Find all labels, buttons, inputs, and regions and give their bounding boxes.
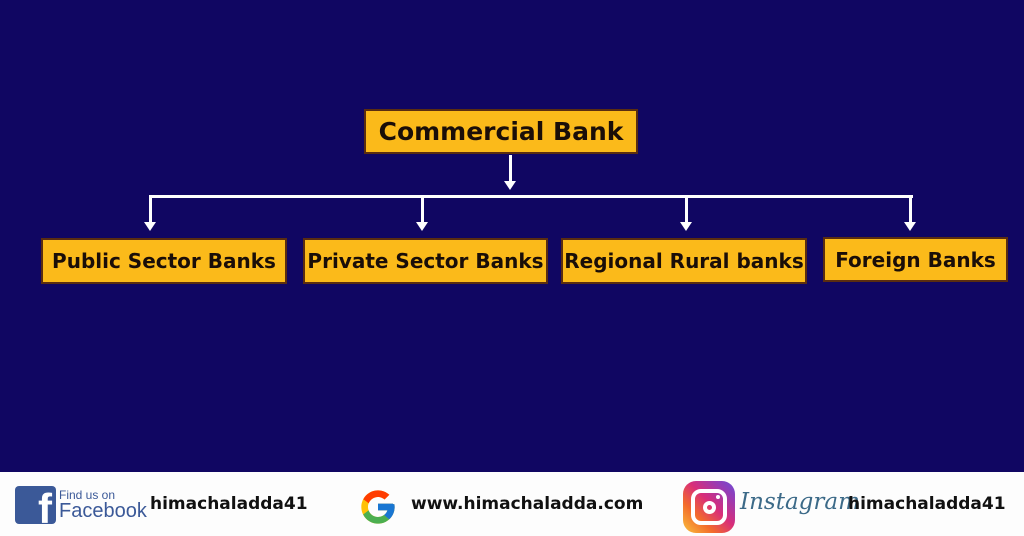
child-node-label: Foreign Banks [835,247,996,272]
root-node-commercial-bank: Commercial Bank [364,109,638,154]
connector-drop-3 [685,195,688,223]
instagram-brand-text: Instagram [740,489,860,515]
facebook-find-text: Find us on [59,488,116,502]
arrow-down-icon [680,222,692,231]
google-icon [361,490,395,524]
connector-drop-4 [909,195,912,223]
website-url-link[interactable]: www.himachaladda.com [411,494,644,514]
arrow-down-icon [144,222,156,231]
child-node-label: Private Sector Banks [307,249,544,273]
child-node-public-sector-banks: Public Sector Banks [41,238,287,284]
arrow-down-icon [504,181,516,190]
child-node-private-sector-banks: Private Sector Banks [303,238,548,284]
diagram-canvas: Commercial Bank Public Sector Banks Priv… [41,109,1008,284]
child-node-label: Regional Rural banks [564,249,804,273]
child-node-foreign-banks: Foreign Banks [823,237,1008,282]
child-node-regional-rural-banks: Regional Rural banks [561,238,807,284]
connector-drop-1 [149,195,152,223]
facebook-handle[interactable]: himachaladda41 [150,494,308,514]
arrow-down-icon [416,222,428,231]
child-node-label: Public Sector Banks [52,249,276,273]
connector-horizontal-bus [149,195,913,198]
instagram-handle[interactable]: himachaladda41 [848,494,1006,514]
connector-drop-2 [421,195,424,223]
root-node-label: Commercial Bank [378,117,624,146]
instagram-icon [683,481,735,533]
footer-bar: f Find us on Facebook himachaladda41 www… [0,472,1024,536]
facebook-link[interactable]: f Find us on Facebook [15,486,147,524]
connector-root-stem [509,155,512,182]
facebook-icon: f [15,486,56,524]
arrow-down-icon [904,222,916,231]
facebook-brand-text: Facebook [59,500,147,522]
